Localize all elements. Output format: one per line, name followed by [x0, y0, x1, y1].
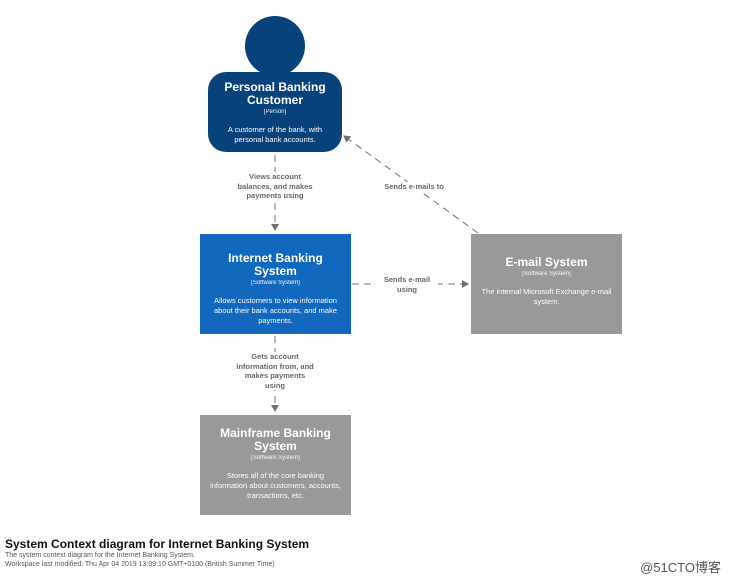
edge-sends-emails [343, 135, 479, 234]
person-icon [245, 16, 305, 76]
watermark: @51CTO博客 [640, 560, 721, 575]
node-description: The internal Microsoft Exchange e-mail s… [481, 287, 612, 306]
node-personal-banking-customer[interactable]: Personal Banking Customer [Person] A cus… [208, 72, 342, 152]
node-type: [Person] [263, 109, 287, 115]
node-type: [Software System] [251, 455, 300, 461]
workspace-modified-text: Workspace last modified: Thu Apr 04 2019… [5, 561, 275, 568]
edge-label-gets-info: Gets account information from, and makes… [236, 352, 314, 390]
edge-label-views: Views account balances, and makes paymen… [237, 172, 313, 201]
node-type: [Software System] [522, 271, 571, 277]
node-title: Personal Banking Customer [224, 80, 326, 107]
node-description: A customer of the bank, with personal ba… [227, 125, 323, 144]
node-internet-banking-system[interactable]: Internet Banking System [Software System… [200, 234, 351, 334]
node-mainframe-banking-system[interactable]: Mainframe Banking System [Software Syste… [200, 415, 351, 515]
edge-label-sends-emails: Sends e-mails to [378, 182, 450, 192]
node-type: [Software System] [251, 280, 300, 286]
node-title: E-mail System [505, 255, 588, 269]
node-description: Stores all of the core banking informati… [210, 471, 341, 500]
node-description: Allows customers to view information abo… [214, 296, 337, 325]
diagram-description: The system context diagram for the Inter… [5, 552, 195, 559]
diagram-footer: System Context diagram for Internet Bank… [5, 537, 425, 569]
node-title: Mainframe Banking System [220, 426, 331, 453]
diagram-title: System Context diagram for Internet Bank… [5, 537, 310, 551]
node-email-system[interactable]: E-mail System [Software System] The inte… [471, 234, 622, 334]
node-title: Internet Banking System [228, 251, 323, 278]
edge-label-sends-email-using: Sends e-mail using [376, 275, 438, 294]
